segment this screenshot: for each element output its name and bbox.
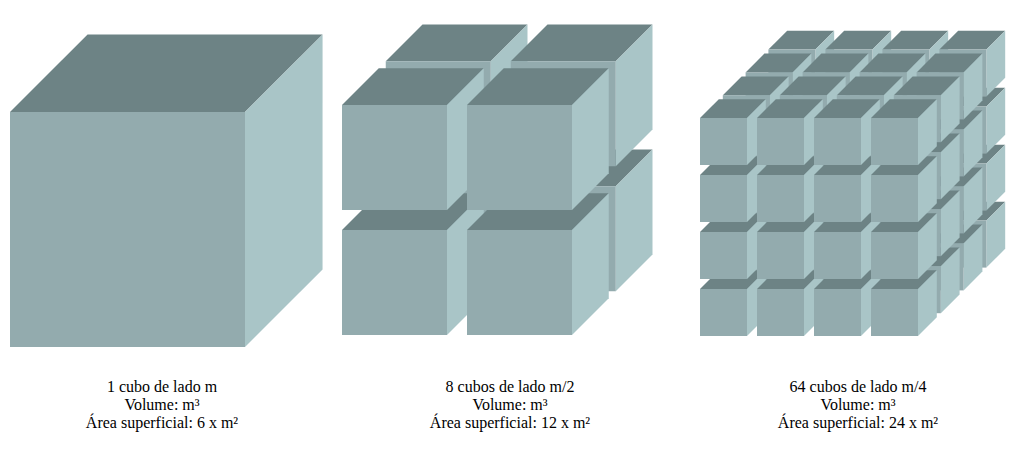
cube-front	[757, 118, 804, 165]
cube	[700, 213, 766, 279]
cube-group	[10, 34, 323, 347]
cube-front	[814, 289, 861, 336]
cube	[700, 99, 766, 165]
cube	[700, 270, 766, 336]
caption-line: Volume: m³	[820, 396, 895, 414]
cube-front	[467, 230, 572, 335]
cube-side	[986, 88, 1005, 154]
caption-line: Área superficial: 12 x m²	[430, 414, 590, 432]
cube-front	[871, 118, 918, 165]
cube-side	[918, 99, 937, 165]
caption-line: Área superficial: 6 x m²	[86, 414, 238, 432]
cube-side	[918, 213, 937, 279]
cube-group	[342, 25, 653, 336]
cube-front	[871, 289, 918, 336]
cube-side	[986, 145, 1005, 211]
cube	[871, 99, 937, 165]
cube	[467, 193, 609, 335]
cube-side	[616, 25, 653, 167]
cube-side	[941, 76, 960, 142]
caption-line: 64 cubos de lado m/4	[790, 378, 927, 396]
cube	[871, 213, 937, 279]
cube	[10, 34, 323, 347]
cube	[342, 193, 484, 335]
cube	[757, 213, 823, 279]
cube	[757, 270, 823, 336]
cube-front	[700, 118, 747, 165]
cube-front	[10, 112, 245, 347]
caption-line: 8 cubos de lado m/2	[446, 378, 575, 396]
cube-side	[918, 270, 937, 336]
caption-line: Volume: m³	[124, 396, 199, 414]
cube	[757, 99, 823, 165]
cube	[814, 156, 880, 222]
cube-front	[814, 175, 861, 222]
cube-group	[700, 31, 1005, 336]
cube-side	[941, 133, 960, 199]
cube-front	[757, 289, 804, 336]
cube-front	[757, 175, 804, 222]
cube	[814, 99, 880, 165]
cube-side	[245, 34, 323, 347]
cube-front	[700, 289, 747, 336]
cube-front	[814, 118, 861, 165]
cube	[871, 270, 937, 336]
cube	[700, 156, 766, 222]
cube-side	[572, 193, 609, 335]
cube	[814, 270, 880, 336]
cube-front	[871, 232, 918, 279]
cube	[814, 213, 880, 279]
cube	[467, 68, 609, 210]
cube-side	[572, 68, 609, 210]
cube-side	[941, 190, 960, 256]
cube-front	[700, 175, 747, 222]
caption-line: 1 cubo de lado m	[107, 378, 217, 396]
cube-front	[342, 105, 447, 210]
cube-side	[964, 168, 983, 234]
cube-side	[964, 225, 983, 291]
cube-side	[616, 150, 653, 292]
cube-front	[757, 232, 804, 279]
cube-side	[918, 156, 937, 222]
cube-side	[941, 247, 960, 313]
cube	[342, 68, 484, 210]
caption-line: Volume: m³	[472, 396, 547, 414]
cube-front	[871, 175, 918, 222]
cube	[871, 156, 937, 222]
cube-front	[342, 230, 447, 335]
cube-front	[467, 105, 572, 210]
cube-front	[700, 232, 747, 279]
cube-side	[964, 54, 983, 120]
cube-side	[986, 202, 1005, 268]
caption-line: Área superficial: 24 x m²	[778, 414, 938, 432]
cube	[757, 156, 823, 222]
cube-front	[814, 232, 861, 279]
cube-side	[964, 111, 983, 177]
cube-side	[986, 31, 1005, 97]
